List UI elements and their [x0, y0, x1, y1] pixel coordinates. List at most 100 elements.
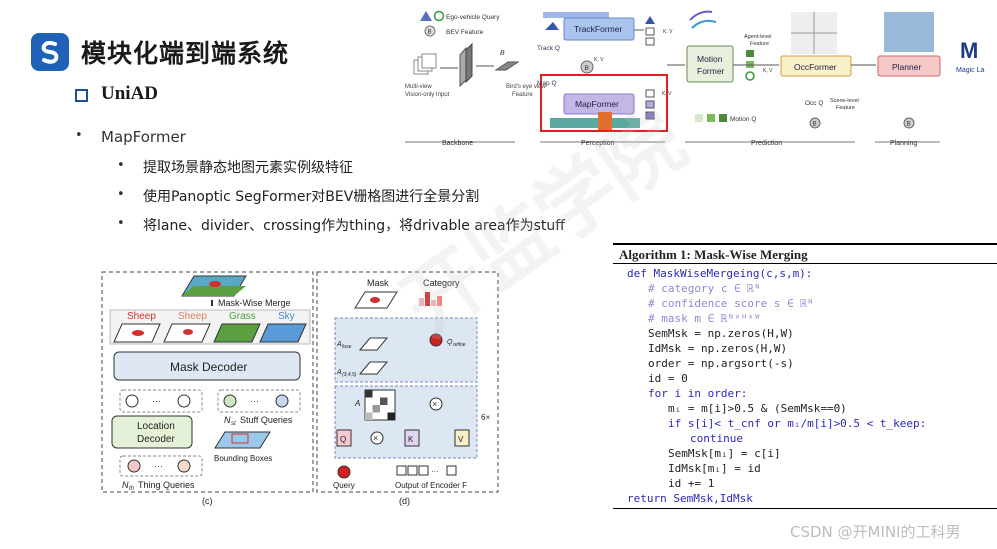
bullet-item: 使用Panoptic SegFormer对BEV栅格图进行全景分割 — [143, 186, 479, 206]
thing-token-icon — [178, 460, 190, 472]
b-node-label: B — [813, 122, 817, 128]
scene-feature-label: Scene-level — [830, 98, 859, 104]
triangle-icon — [545, 22, 559, 30]
k-label: K — [408, 435, 414, 444]
magic-lab-logo-icon: M — [960, 38, 978, 63]
panel-d-caption: (d) — [399, 496, 410, 506]
code-line: SemMsk = np.zeros(H,W) — [648, 327, 794, 340]
algorithm-title: Algorithm 1: Mask-Wise Merging — [619, 247, 808, 263]
svg-text:×: × — [432, 399, 437, 409]
bullet-dot: • — [117, 216, 125, 231]
query-box — [746, 50, 754, 57]
code-line: return SemMsk,IdMsk — [627, 492, 753, 505]
code-line: id = 0 — [648, 372, 688, 385]
uniad-pipeline-diagram: Ego-vehicle Query B BEV Feature Multi-vi… — [400, 0, 997, 152]
section-backbone: Backbone — [442, 140, 473, 147]
panel-c-caption: (c) — [202, 496, 213, 506]
logo-icon — [31, 33, 69, 71]
occ-q-label: Occ Q — [805, 100, 823, 107]
trackformer-label: TrackFormer — [574, 24, 622, 34]
bev-plane — [496, 62, 518, 70]
code-comment: # mask m ∈ ℝᴺˣᴴˣᵂ — [648, 312, 761, 325]
backbone-block — [466, 44, 472, 82]
motion-q-box — [719, 114, 727, 122]
magic-lab-text: Magic La — [956, 67, 985, 74]
code-line: continue — [690, 432, 743, 445]
camera-view-icon — [422, 54, 436, 68]
panoptic-segformer-diagram: Mask-Wise Merge Sheep Sheep Grass Sky Ma… — [100, 270, 315, 510]
algorithm-box: Algorithm 1: Mask-Wise Merging def MaskW… — [613, 243, 997, 513]
encoder-output-label: Output of Encoder F — [395, 481, 467, 490]
motionformer-box — [687, 46, 733, 82]
nth-label: N — [122, 480, 129, 490]
legend-bev-feature: BEV Feature — [446, 29, 484, 36]
query-icon — [338, 466, 350, 478]
b-label: B — [500, 50, 505, 57]
attention-map-grid — [365, 390, 395, 420]
q-label: Q — [340, 435, 346, 444]
bullet-mapformer: MapFormer — [101, 128, 186, 146]
mask-thumb — [214, 324, 260, 342]
code-line: IdMsk[mᵢ] = id — [668, 462, 761, 475]
code-line: if s[i]< t_cnf or mᵢ/m[i]>0.5 < t_keep: — [668, 417, 926, 430]
occformer-label: OccFormer — [794, 62, 837, 72]
map-q-label: Map Q — [537, 80, 557, 87]
nst-label: N — [224, 415, 231, 425]
triangle-icon — [645, 16, 655, 24]
code-comment: # category c ∈ ℝᴺ — [648, 282, 761, 295]
class-label: Sheep — [127, 311, 156, 322]
a-fuse-sub: fuse — [342, 344, 352, 350]
stuff-queries-label: Stuff Queries — [240, 415, 293, 425]
kv-label: K, V — [663, 29, 673, 35]
section-heading: UniAD — [101, 83, 158, 105]
bev-label: Feature — [512, 92, 533, 98]
motionformer-label: Former — [697, 66, 725, 76]
v-label: V — [458, 435, 464, 444]
input-label: Vision-only Input — [405, 92, 450, 98]
kv-label: K, V — [594, 57, 604, 63]
page-title: 模块化端到端系统 — [81, 34, 289, 70]
track-strip — [543, 12, 609, 18]
attention-block-bottom — [335, 386, 477, 458]
agent-feature-label: Feature — [750, 41, 769, 47]
b-node-label: B — [907, 122, 911, 128]
svg-text:···: ··· — [431, 467, 439, 476]
motion-q-label: Motion Q — [730, 116, 756, 123]
section-prediction: Prediction — [751, 140, 782, 147]
backbone-block — [460, 48, 466, 86]
code-line: order = np.argsort(-s) — [648, 357, 794, 370]
stuff-token-icon — [276, 395, 288, 407]
code-line: def MaskWiseMergeing(c,s,m): — [627, 267, 812, 280]
code-line: IdMsk = np.zeros(H,W) — [648, 342, 787, 355]
motionformer-label: Motion — [697, 54, 723, 64]
code-line: SemMsk[mᵢ] = c[i] — [668, 447, 781, 460]
input-label: Multi-view — [405, 84, 432, 90]
mask-thumb — [260, 324, 306, 342]
legend-ego-query: Ego-vehicle Query — [446, 14, 500, 21]
kv-label: K, V — [763, 68, 773, 74]
repeat-label: 6× — [481, 413, 490, 422]
motion-q-box — [695, 114, 703, 122]
bullet-item: 提取场景静态地图元素实例级特征 — [143, 157, 353, 177]
bullet-dot: • — [117, 158, 125, 173]
query-box — [646, 38, 654, 45]
a-label: A — [354, 399, 360, 408]
svg-text:···: ··· — [154, 461, 163, 471]
query-box — [646, 28, 654, 35]
stuff-token-icon — [224, 395, 236, 407]
circle-icon — [435, 12, 444, 21]
b-node-label: B — [585, 65, 589, 72]
section-planning: Planning — [890, 140, 917, 147]
class-label: Grass — [229, 311, 256, 322]
svg-text:···: ··· — [152, 396, 161, 406]
mask-wise-merge-label: Mask-Wise Merge — [218, 298, 291, 308]
nst-sub: st — [231, 421, 236, 427]
thing-queries-label: Thing Queries — [138, 480, 195, 490]
track-q-label: Track Q — [537, 45, 560, 52]
query-label: Query — [333, 481, 355, 490]
checkbox-icon — [75, 89, 88, 102]
mask-label: Mask — [367, 278, 389, 288]
footer-credit: CSDN @开MINI的工科男 — [790, 521, 961, 542]
s-logo-icon — [31, 33, 69, 71]
svg-text:×: × — [373, 433, 378, 443]
